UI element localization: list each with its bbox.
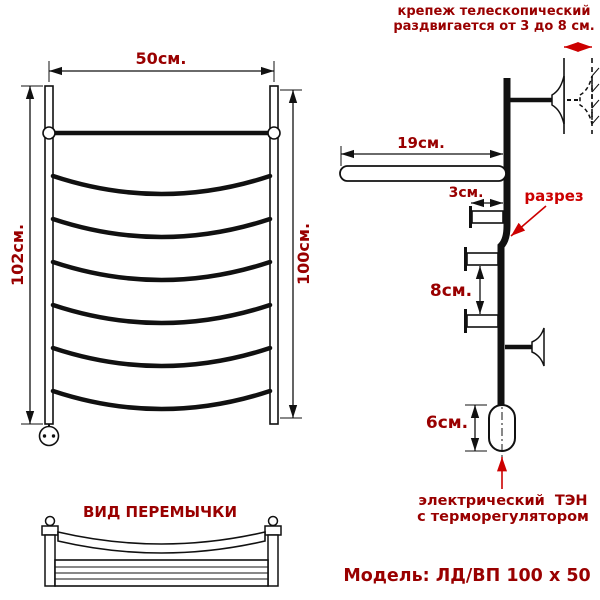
- gland-pin: [42, 434, 47, 438]
- offset-label: 3см.: [449, 185, 484, 201]
- bar-arc: [50, 173, 273, 197]
- mount-flange: [531, 327, 545, 367]
- right-collar: [264, 525, 282, 536]
- mounting-ring: [42, 126, 56, 140]
- top-bar-side: [339, 165, 507, 182]
- gland-body: [38, 425, 60, 447]
- depth-label: 19см.: [397, 134, 445, 152]
- right-finial: [267, 515, 279, 527]
- wall-hatching: [591, 67, 600, 125]
- section-callout: разрез: [510, 187, 584, 237]
- bar-arc: [50, 216, 273, 240]
- depth-dimension: 19см.: [340, 134, 503, 166]
- side-view: крепеж телескопический раздвигается от 3…: [339, 4, 600, 525]
- model-label: Модель: ЛД/ВП 100 х 50: [343, 566, 590, 586]
- mount-note-line1: крепеж телескопический: [398, 4, 591, 19]
- heater-label-line2: с терморегулятором: [417, 509, 589, 525]
- bar-arc: [50, 345, 273, 369]
- heater-height-dimension: 6см.: [426, 404, 487, 452]
- mount-note-line2: раздвигается от 3 до 8 см.: [393, 19, 594, 34]
- telescopic-mount-note: крепеж телескопический раздвигается от 3…: [393, 4, 594, 34]
- bar-arc: [50, 302, 273, 326]
- crossbar-view: ВИД ПЕРЕМЫЧКИ: [41, 503, 282, 587]
- front-height-right-dimension: 100см.: [280, 89, 313, 419]
- heater-label-line1: электрический ТЭН: [418, 493, 587, 509]
- stub-tube: [466, 252, 499, 266]
- spacing-dimension: 8см.: [430, 266, 485, 314]
- stub-tube: [471, 210, 504, 224]
- telescopic-mount: [509, 41, 600, 134]
- mount-flange: [551, 75, 565, 125]
- section-arrow: [510, 205, 547, 237]
- heating-element: [488, 396, 516, 459]
- front-height-left-dimension: 102см.: [8, 85, 43, 425]
- bar-stub-middle: [464, 247, 499, 271]
- right-post: [269, 85, 279, 425]
- left-collar: [41, 525, 59, 536]
- crossbar-drawing: [41, 515, 282, 587]
- front-height-right-label: 100см.: [294, 223, 313, 285]
- right-shaft: [267, 534, 279, 587]
- wall-tube: [497, 78, 511, 421]
- section-label: разрез: [524, 187, 583, 205]
- bar-stub-lower: [464, 309, 499, 333]
- curved-crossbar: [57, 530, 266, 554]
- left-shaft: [44, 534, 56, 587]
- bar-arc: [50, 259, 273, 283]
- lower-mount: [505, 327, 545, 367]
- offset-dimension: 3см.: [449, 185, 503, 208]
- heater-height-label: 6см.: [426, 413, 468, 433]
- heater-callout: электрический ТЭН с терморегулятором: [417, 457, 589, 525]
- stub-tube: [466, 314, 499, 328]
- left-finial: [44, 515, 56, 527]
- crossbar-title: ВИД ПЕРЕМЫЧКИ: [83, 503, 237, 521]
- front-height-left-label: 102см.: [8, 224, 27, 286]
- front-width-label: 50см.: [136, 49, 187, 68]
- bar-arc: [50, 388, 273, 412]
- power-gland: [38, 424, 60, 447]
- straight-crossbar-lines: [55, 566, 268, 580]
- gland-pin: [51, 434, 56, 438]
- bar-stub-upper: [469, 206, 504, 228]
- spacing-label: 8см.: [430, 281, 472, 301]
- front-width-dimension: 50см.: [48, 49, 275, 82]
- front-view: 50см. 102см. 100см.: [8, 49, 313, 447]
- mount-flange-extended: [579, 75, 593, 125]
- mounting-ring: [267, 126, 281, 140]
